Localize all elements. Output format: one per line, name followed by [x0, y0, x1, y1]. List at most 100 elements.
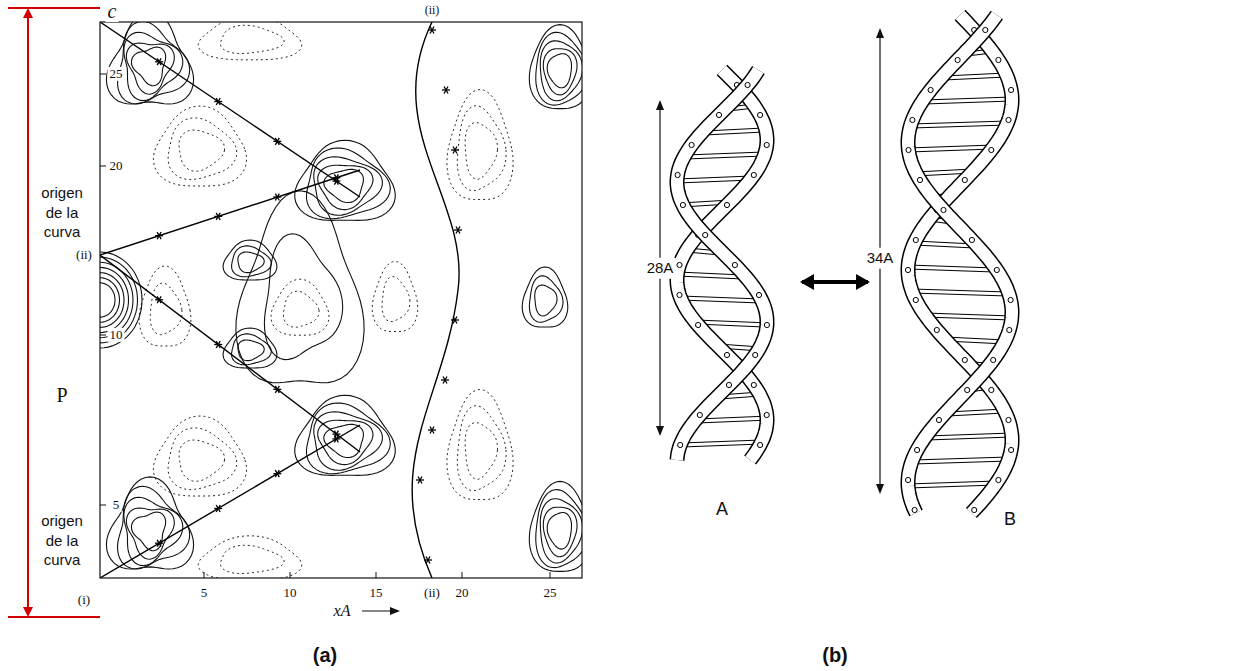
- phosphate-dot: [764, 142, 769, 147]
- tick-number: 5: [199, 586, 210, 600]
- backbone-ribbon: [677, 70, 767, 460]
- positive-contour: [132, 47, 166, 86]
- atom-marker: [275, 470, 279, 477]
- phosphate-dot: [917, 177, 922, 182]
- base-pair: [686, 154, 765, 157]
- phosphate-dot: [994, 267, 999, 272]
- negative-contour: [271, 279, 329, 335]
- atom-marker: [216, 213, 220, 220]
- atom-marker: [426, 557, 430, 564]
- phosphate-dot: [678, 442, 683, 447]
- curve-label: (i): [76, 593, 92, 607]
- phosphate-dot: [989, 387, 994, 392]
- base-pair: [912, 291, 1008, 294]
- positive-contour: [540, 41, 582, 101]
- phosphate-dot: [936, 417, 941, 422]
- positive-contour: [100, 278, 120, 323]
- negative-contour: [447, 90, 513, 200]
- base-pair: [681, 298, 761, 301]
- negative-contour: [220, 545, 284, 573]
- phosphate-dot: [906, 147, 911, 152]
- positive-contour: [529, 276, 563, 322]
- axis-tick: [462, 572, 463, 578]
- phosphate-dot: [724, 352, 729, 357]
- positive-contour: [536, 490, 582, 568]
- axis-ticks: [100, 74, 550, 578]
- tick-number: 25: [542, 586, 559, 600]
- atom-marker: [456, 227, 460, 234]
- backbone-ribbon: [908, 15, 1012, 513]
- negative-contour: [198, 536, 302, 578]
- atom-marker: [334, 174, 338, 181]
- tick-number: 15: [368, 586, 385, 600]
- axis-tick: [100, 74, 106, 75]
- helix-drawings: [675, 15, 1014, 513]
- positive-contour: [126, 43, 174, 94]
- phosphate-dot: [758, 112, 763, 117]
- axis-tick: [290, 572, 291, 578]
- phosphate-dot: [1009, 87, 1014, 92]
- positive-contour: [118, 22, 190, 104]
- positive-contour: [522, 267, 568, 327]
- positive-contour: [118, 486, 190, 569]
- positive-contour: [236, 191, 364, 383]
- positive-contour: [100, 267, 129, 332]
- tick-number: 5: [111, 498, 122, 512]
- phosphate-dot: [732, 262, 737, 267]
- phosphate-dot: [965, 387, 970, 392]
- atom-marker: [157, 296, 161, 303]
- tick-number: 20: [108, 159, 125, 173]
- atom-marker: [418, 477, 422, 484]
- phosphate-dot: [680, 202, 685, 207]
- plot-frame: [100, 22, 582, 578]
- tick-number: 10: [282, 586, 299, 600]
- phosphate-dot: [751, 172, 756, 177]
- phosphate-dot: [697, 412, 702, 417]
- base-pair: [927, 435, 1012, 438]
- atom-marker: [275, 194, 279, 201]
- phosphate-dot: [962, 357, 967, 362]
- phosphate-dot: [913, 297, 918, 302]
- positive-contour: [100, 273, 124, 328]
- phosphate-dot: [677, 262, 682, 267]
- tick-number: 25: [108, 67, 125, 81]
- form-label: B: [1002, 510, 1018, 530]
- phosphate-dot: [972, 507, 977, 512]
- base-pair: [908, 267, 995, 270]
- axis-tick: [550, 572, 551, 578]
- phosphate-dot: [928, 87, 933, 92]
- double-arrow: [802, 280, 868, 284]
- base-pair: [925, 315, 1012, 318]
- atom-marker: [275, 138, 279, 145]
- phosphate-dot: [1009, 447, 1014, 452]
- phosphate-dot: [696, 322, 701, 327]
- negative-contour: [168, 428, 237, 490]
- origin-note: origen de la curva: [34, 511, 90, 570]
- positive-contour: [540, 499, 582, 563]
- helix-trace: [100, 425, 360, 578]
- atom-marker: [216, 213, 220, 220]
- positive-contour: [238, 252, 264, 273]
- base-pair: [912, 291, 1008, 294]
- negative-contour: [372, 262, 418, 332]
- negative-contour: [150, 283, 182, 335]
- negative-contour: [457, 106, 506, 191]
- phosphate-dot: [677, 292, 682, 297]
- negative-contour: [198, 22, 302, 60]
- dimension-label: 28A: [645, 258, 676, 279]
- axis-tick: [376, 572, 377, 578]
- curve-label: (ii): [423, 4, 442, 17]
- helix-trace: [100, 170, 360, 255]
- positive-contour: [536, 32, 582, 105]
- base-pair: [697, 418, 767, 421]
- phosphate-dot: [905, 267, 910, 272]
- axis-label: c: [106, 0, 119, 22]
- positive-contour: [307, 403, 391, 474]
- atom-marker: [430, 427, 434, 434]
- positive-contour: [547, 54, 571, 88]
- phosphate-dot: [703, 232, 708, 237]
- atom-marker: [157, 232, 161, 239]
- positive-contour: [223, 328, 277, 368]
